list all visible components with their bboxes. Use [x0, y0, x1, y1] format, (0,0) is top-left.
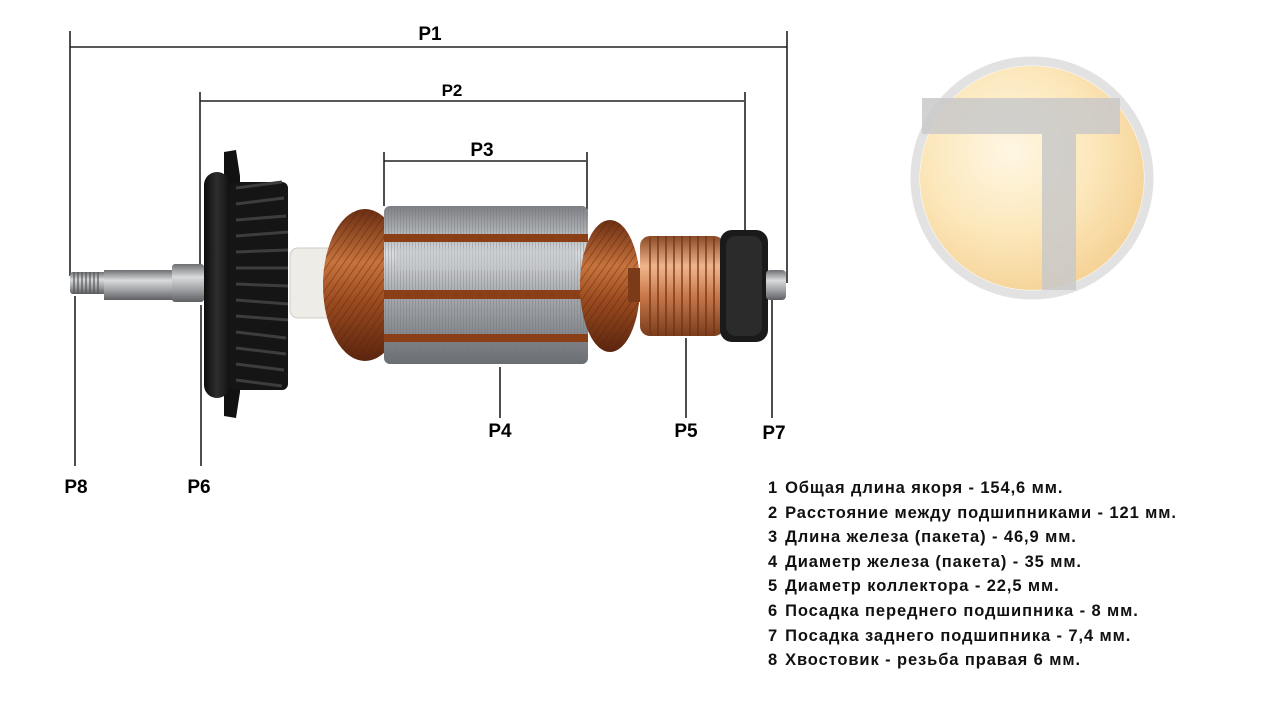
- commutator: [640, 236, 724, 336]
- label-p7: P7: [762, 423, 785, 444]
- armature: [70, 150, 786, 418]
- label-p3: P3: [470, 140, 493, 161]
- front-shaft: [104, 270, 176, 300]
- brand-logo: [910, 56, 1154, 300]
- threaded-tail: [70, 272, 106, 294]
- label-p1: P1: [418, 24, 442, 45]
- dimension-labels: P1 P2 P3 P4 P5 P7 P8 P6: [64, 24, 785, 498]
- front-bearing-seat: [172, 264, 204, 302]
- label-p4: P4: [488, 421, 512, 442]
- rear-shaft-neck: [628, 268, 642, 302]
- fan: [204, 150, 289, 418]
- iron-pack: [384, 206, 588, 364]
- label-p6: P6: [187, 477, 210, 498]
- rear-shaft: [766, 270, 786, 300]
- label-p5: P5: [674, 421, 698, 442]
- label-p2: P2: [442, 81, 463, 100]
- dimension-lines: [69, 31, 788, 466]
- label-p8: P8: [64, 477, 87, 498]
